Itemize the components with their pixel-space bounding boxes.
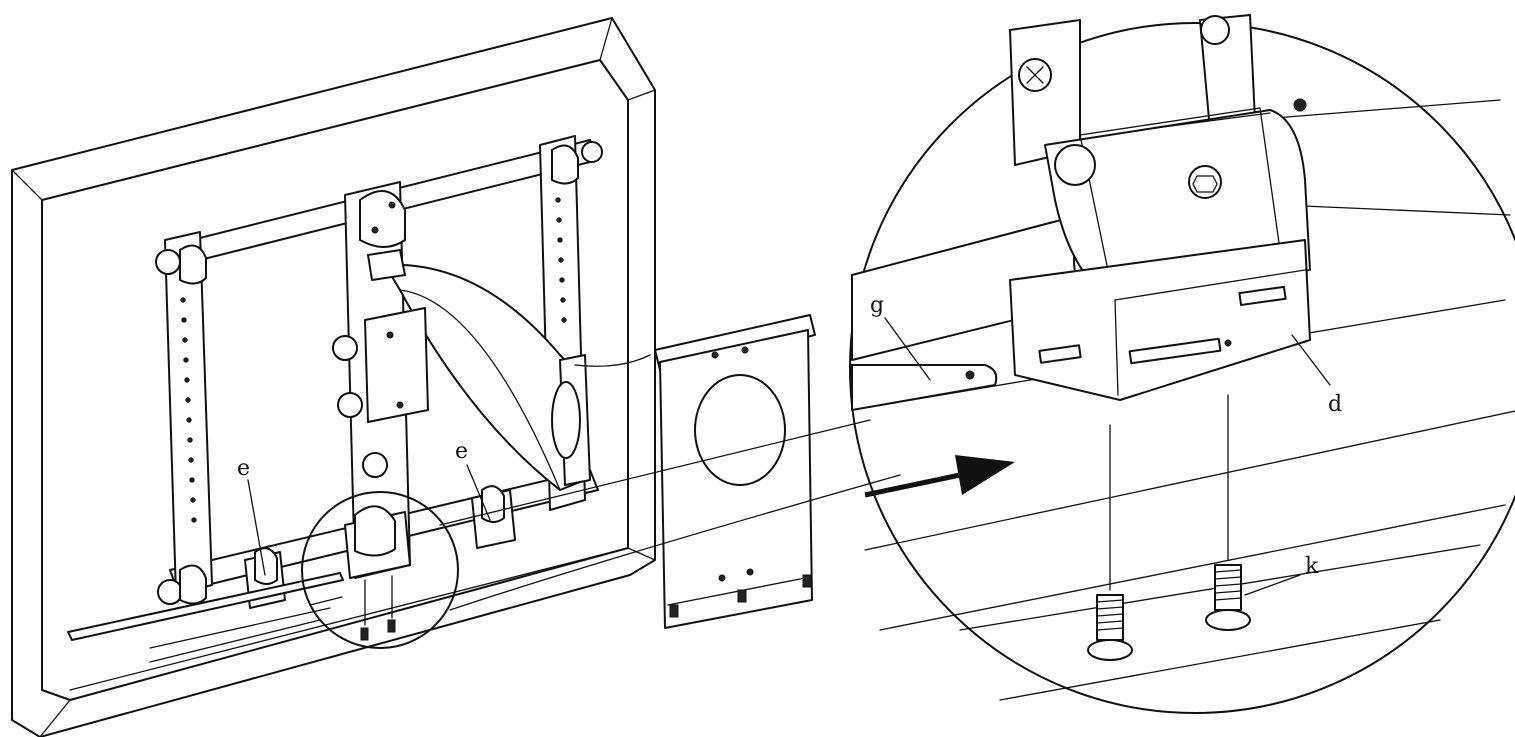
leader-k xyxy=(1244,574,1301,596)
bracket-e-right xyxy=(471,485,516,549)
label-g: g xyxy=(870,293,884,318)
plate-center-hole xyxy=(694,374,786,486)
leader-d xyxy=(1291,334,1331,386)
label-d: d xyxy=(1328,392,1342,417)
mounting-plate xyxy=(654,314,816,629)
label-k: k xyxy=(1305,554,1319,579)
screw-right xyxy=(1205,564,1251,631)
leader-e-right xyxy=(466,464,491,521)
swing-arm xyxy=(332,249,651,491)
tv-panel xyxy=(11,17,656,737)
direction-arrow xyxy=(864,455,1015,498)
leader-g xyxy=(884,317,931,381)
adjust-knob-upper xyxy=(332,335,358,361)
detail-callout-circle-large xyxy=(849,14,1515,714)
label-e-right: e xyxy=(455,439,468,464)
adjust-knob-lower xyxy=(337,392,363,418)
callout-connector-bottom xyxy=(449,474,901,611)
strap-g xyxy=(851,364,998,411)
label-e-left: e xyxy=(237,456,250,481)
hex-bolt xyxy=(1188,165,1222,199)
screw-left xyxy=(1087,594,1133,661)
bracket-d xyxy=(1009,239,1311,401)
hex-nut xyxy=(1200,15,1230,45)
detail-callout-circle-small xyxy=(301,491,459,649)
callout-connector-top xyxy=(439,419,871,526)
vertical-rail-left xyxy=(155,231,213,605)
strap-small xyxy=(67,572,344,641)
leader-e-left xyxy=(247,479,266,576)
